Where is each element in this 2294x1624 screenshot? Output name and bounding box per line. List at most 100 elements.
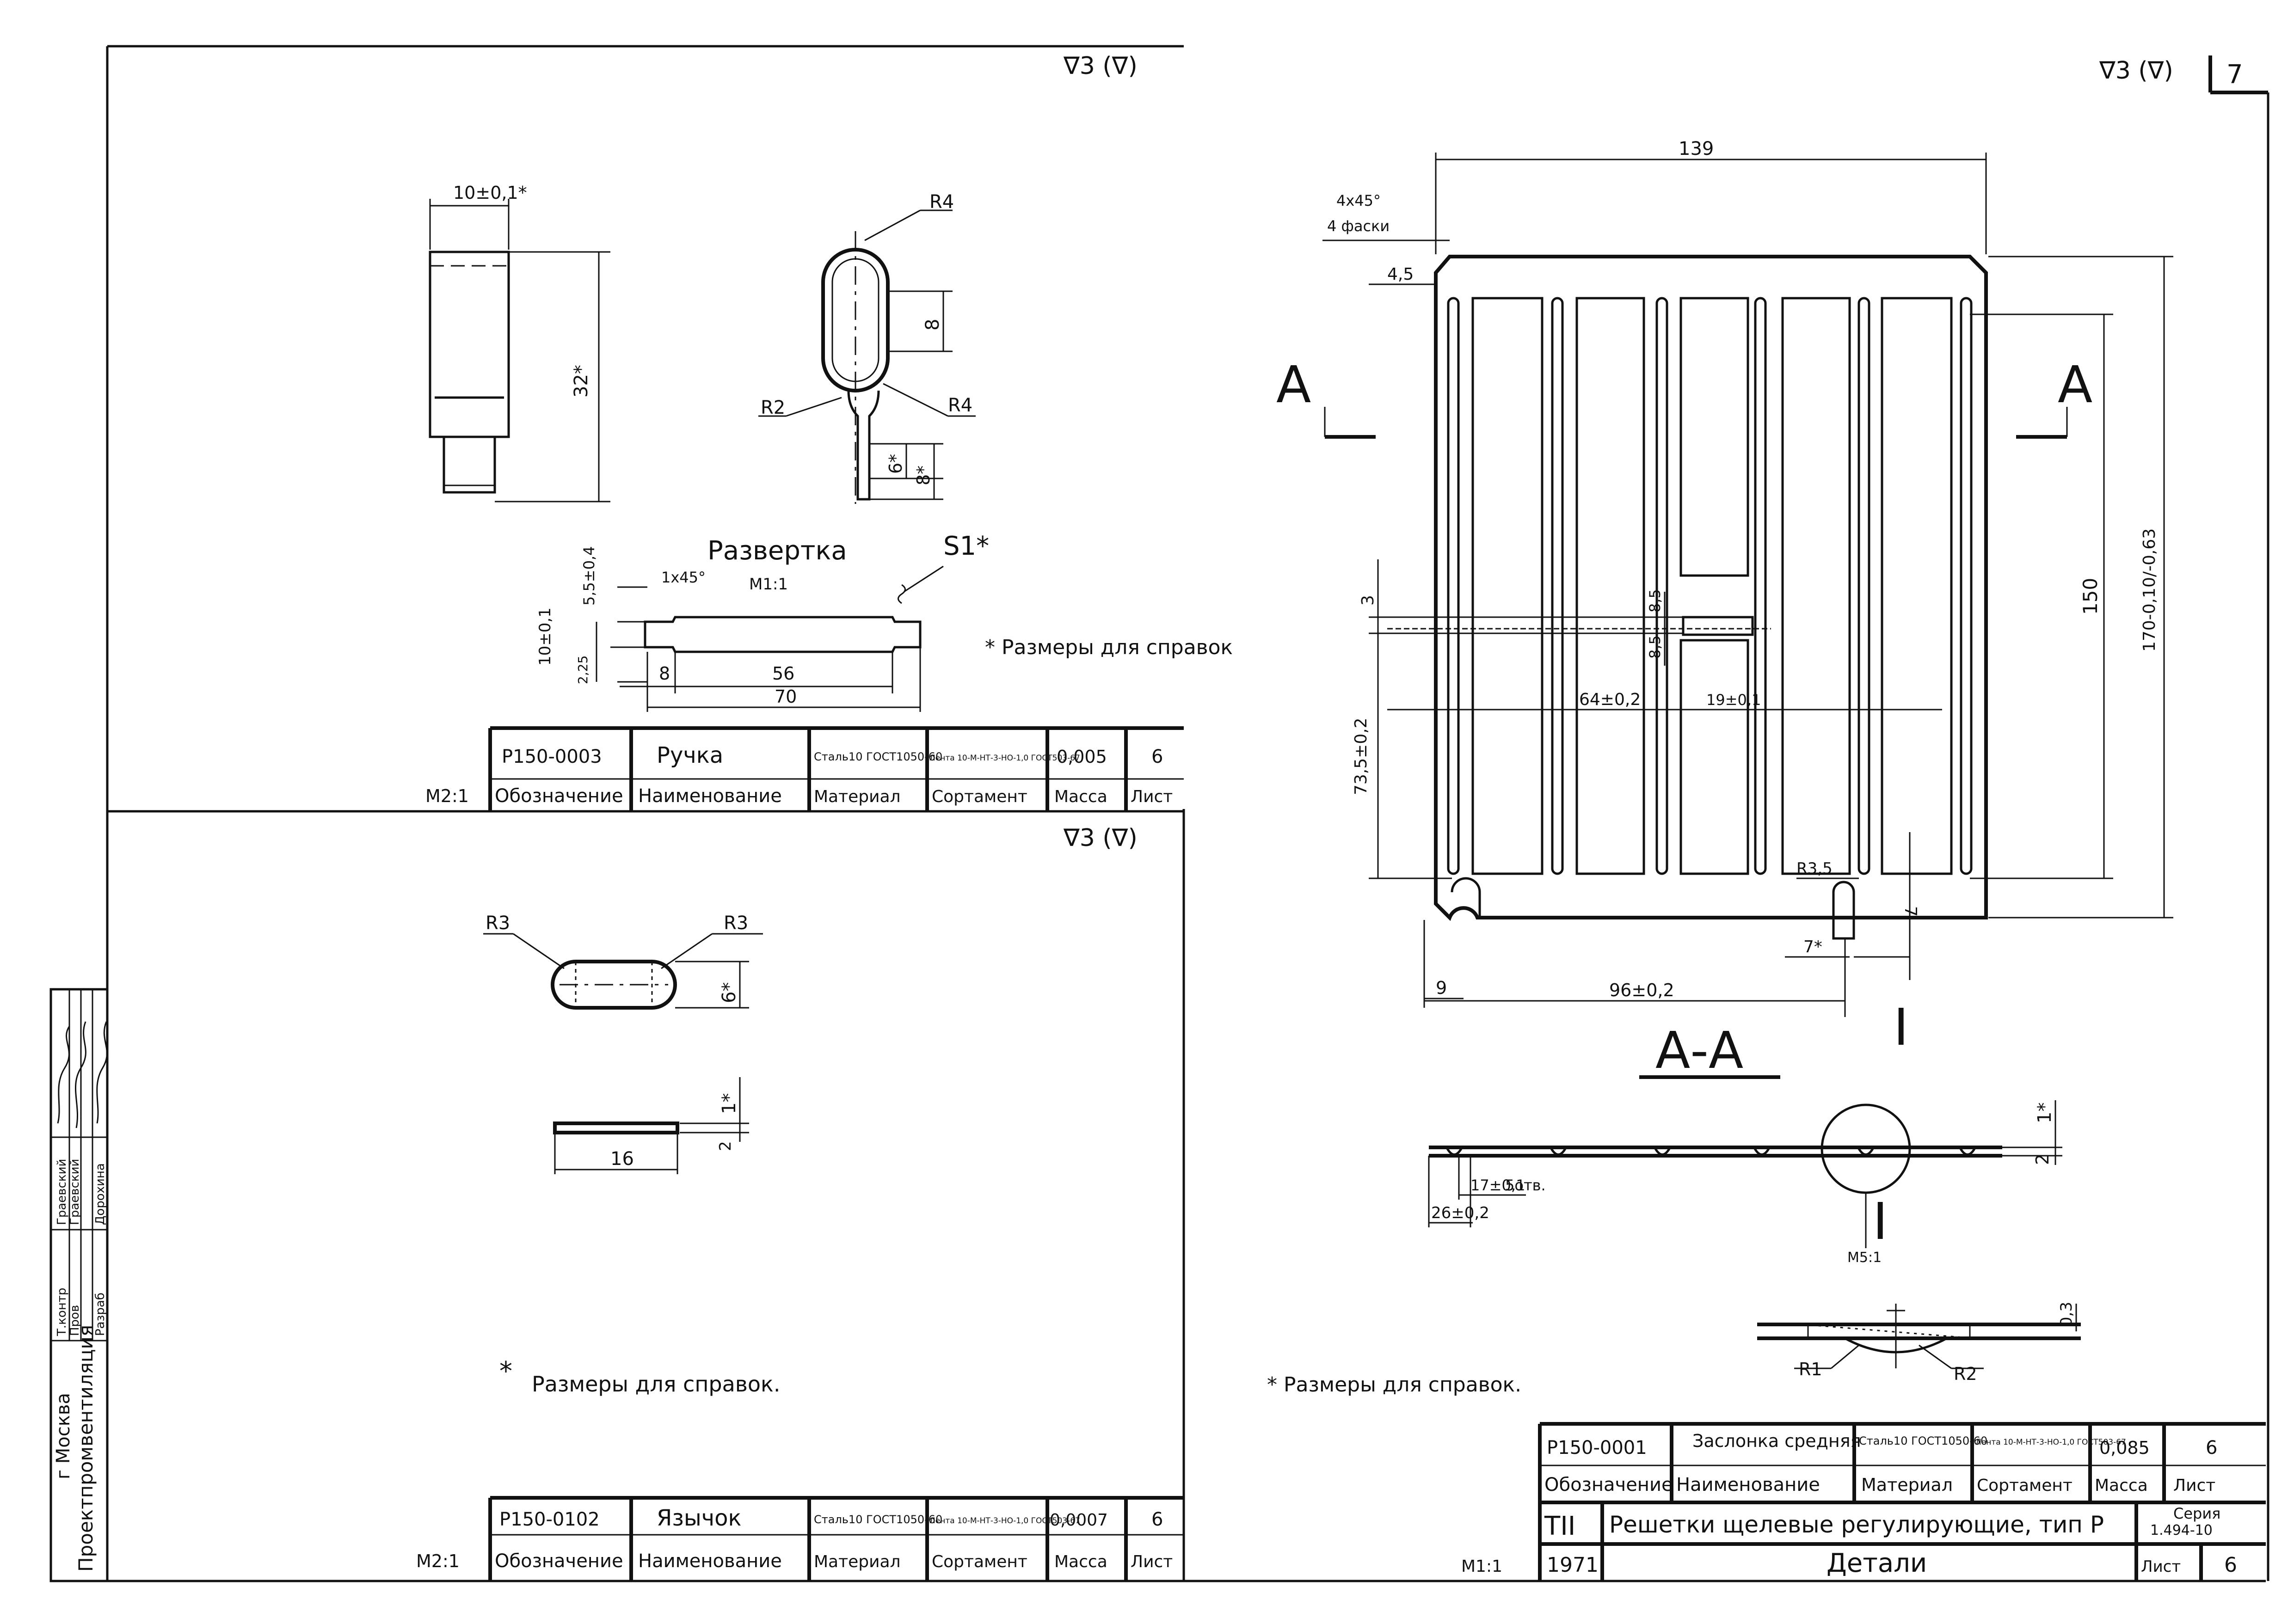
stamp-name-1: Граевский (55, 1159, 69, 1225)
damper-gap-85b: 8,5 (1646, 635, 1664, 659)
tongue-side-view (553, 1077, 749, 1174)
damper-plan-view (1322, 153, 2173, 1017)
title-main: Решетки щелевые регулирующие, тип Р (1609, 1511, 2104, 1538)
detail-r1: R1 (1799, 1359, 1822, 1379)
damper-chamfer: 4x45° (1336, 192, 1381, 209)
damper-mass: 0,085 (2099, 1438, 2150, 1458)
stamp-org: Проектпромвентиляция (74, 1325, 97, 1572)
tongue-name: Язычок (657, 1505, 742, 1531)
damper-material: Сталь10 ГОСТ1050-60 (1859, 1434, 1987, 1447)
development-dim-70: 70 (775, 686, 797, 707)
damper-edge: 4,5 (1387, 265, 1414, 284)
stamp-role-1: Т.контр (55, 1288, 69, 1336)
handle-width-dim: 10±0,1* (453, 183, 527, 203)
handle-height-dim: 32* (571, 365, 592, 398)
section-marker-right: A (2058, 355, 2092, 414)
damper-sheet: 6 (2206, 1437, 2217, 1459)
handle-header-mass: Масса (1054, 787, 1107, 806)
section-title: А-А (1655, 1021, 1743, 1080)
damper-r35: R3,5 (1796, 859, 1833, 878)
damper-designation: Р150-0001 (1547, 1437, 1647, 1459)
handle-header-assortment: Сортамент (932, 787, 1027, 806)
development-dim-25: 2,25 (575, 656, 590, 684)
tongue-header-designation: Обозначение (495, 1550, 623, 1572)
handle-stem1-dim: 6* (886, 454, 906, 474)
tongue-mass: 0,0007 (1050, 1511, 1108, 1530)
damper-scale: М1:1 (1461, 1557, 1502, 1576)
damper-d64: 64±0,2 (1579, 690, 1641, 709)
development-thickness: S1* (943, 531, 989, 561)
damper-assortment: Лента 10-М-НТ-3-НО-1,0 ГОСТ503-67 (1975, 1438, 2126, 1447)
tongue-header-material: Материал (814, 1552, 901, 1571)
stamp-role-2: Пров (68, 1305, 82, 1336)
detail-r2: R2 (1954, 1364, 1977, 1384)
damper-note: * Размеры для справок. (1267, 1373, 1521, 1397)
handle-mass: 0,005 (1057, 747, 1107, 767)
tongue-length-dim: 16 (610, 1148, 634, 1170)
tongue-note-star: * (499, 1356, 512, 1386)
section-marker-left: A (1276, 355, 1311, 414)
section-d17: 17±0,1 (1470, 1177, 1525, 1194)
detail-scale: М5:1 (1847, 1250, 1882, 1266)
handle-note: * Размеры для справок (985, 636, 1233, 659)
detail-03: 0,3 (2057, 1302, 2076, 1327)
handle-front-view (758, 209, 976, 504)
damper-header-name: Наименование (1676, 1474, 1820, 1495)
handle-name: Ручка (657, 742, 723, 768)
tongue-thickness-dim: 2 (716, 1141, 735, 1151)
tongue-header-name: Наименование (638, 1550, 782, 1572)
side-stamp (49, 988, 109, 1582)
tongue-note: Размеры для справок. (532, 1372, 780, 1397)
tongue-designation: Р150-0102 (499, 1509, 600, 1530)
handle-assortment: Лента 10-М-НТ-3-НО-1,0 ГОСТ503-67 (929, 754, 1080, 763)
tongue-plan-view (483, 933, 763, 1010)
tongue-header-sheet: Лист (1131, 1552, 1173, 1571)
roughness-top-left: ∇3 (∇) (1063, 52, 1138, 80)
section-holes: 5отв. (1505, 1177, 1546, 1194)
handle-loop-dim: 8 (922, 319, 943, 331)
tongue-header-assortment: Сортамент (932, 1552, 1027, 1571)
section-callout-bottom: I (1873, 1192, 1888, 1251)
damper-height-150: 150 (2079, 578, 2102, 615)
handle-scale: М2:1 (425, 786, 469, 806)
handle-r-right: R4 (948, 395, 972, 416)
title-subtitle: Детали (1827, 1548, 1927, 1578)
tongue-sheet: 6 (1151, 1509, 1163, 1530)
title-year: 1971 (1547, 1553, 1599, 1577)
damper-header-designation: Обозначение (1544, 1474, 1673, 1495)
handle-header-sheet: Лист (1131, 787, 1173, 806)
roughness-top-right: ∇3 (∇) (2099, 57, 2173, 85)
handle-development-view (596, 565, 944, 712)
title-block (1538, 1422, 2266, 1581)
damper-d19: 19±0,1 (1706, 691, 1761, 709)
damper-header-sheet: Лист (2173, 1476, 2215, 1495)
section-callout: I (1894, 998, 1908, 1057)
development-dim-55: 5,5±0,4 (580, 546, 598, 606)
tongue-width-dim: 6* (719, 982, 740, 1003)
damper-chamfer-note: 4 фаски (1327, 217, 1390, 235)
handle-sheet: 6 (1151, 746, 1163, 767)
damper-d735: 73,5±0,2 (1352, 717, 1371, 795)
sheet-frame (51, 45, 2269, 1582)
handle-material: Сталь10 ГОСТ1050-60 (814, 750, 942, 763)
section-d26: 26±0,2 (1431, 1204, 1489, 1222)
damper-gap-85a: 8,5 (1646, 589, 1664, 613)
stamp-role-3: Разраб (93, 1293, 107, 1336)
damper-gap-3: 3 (1359, 595, 1378, 606)
damper-header-mass: Масса (2095, 1476, 2148, 1495)
development-dim-8: 8 (659, 663, 670, 684)
roughness-middle-left: ∇3 (∇) (1063, 824, 1138, 852)
development-scale: М1:1 (749, 575, 788, 594)
damper-d9: 9 (1436, 978, 1447, 998)
development-chamfer: 1x45° (661, 569, 706, 586)
handle-header-name: Наименование (638, 785, 782, 807)
handle-r-top: R4 (929, 191, 954, 213)
handle-r-left: R2 (761, 397, 785, 418)
damper-d96: 96±0,2 (1609, 980, 1674, 1000)
detail-i-view (1757, 1304, 2081, 1369)
sheet-number: 7 (2226, 60, 2243, 90)
stamp-city: г Москва (53, 1393, 74, 1479)
damper-name: Заслонка средняя (1692, 1431, 1861, 1451)
